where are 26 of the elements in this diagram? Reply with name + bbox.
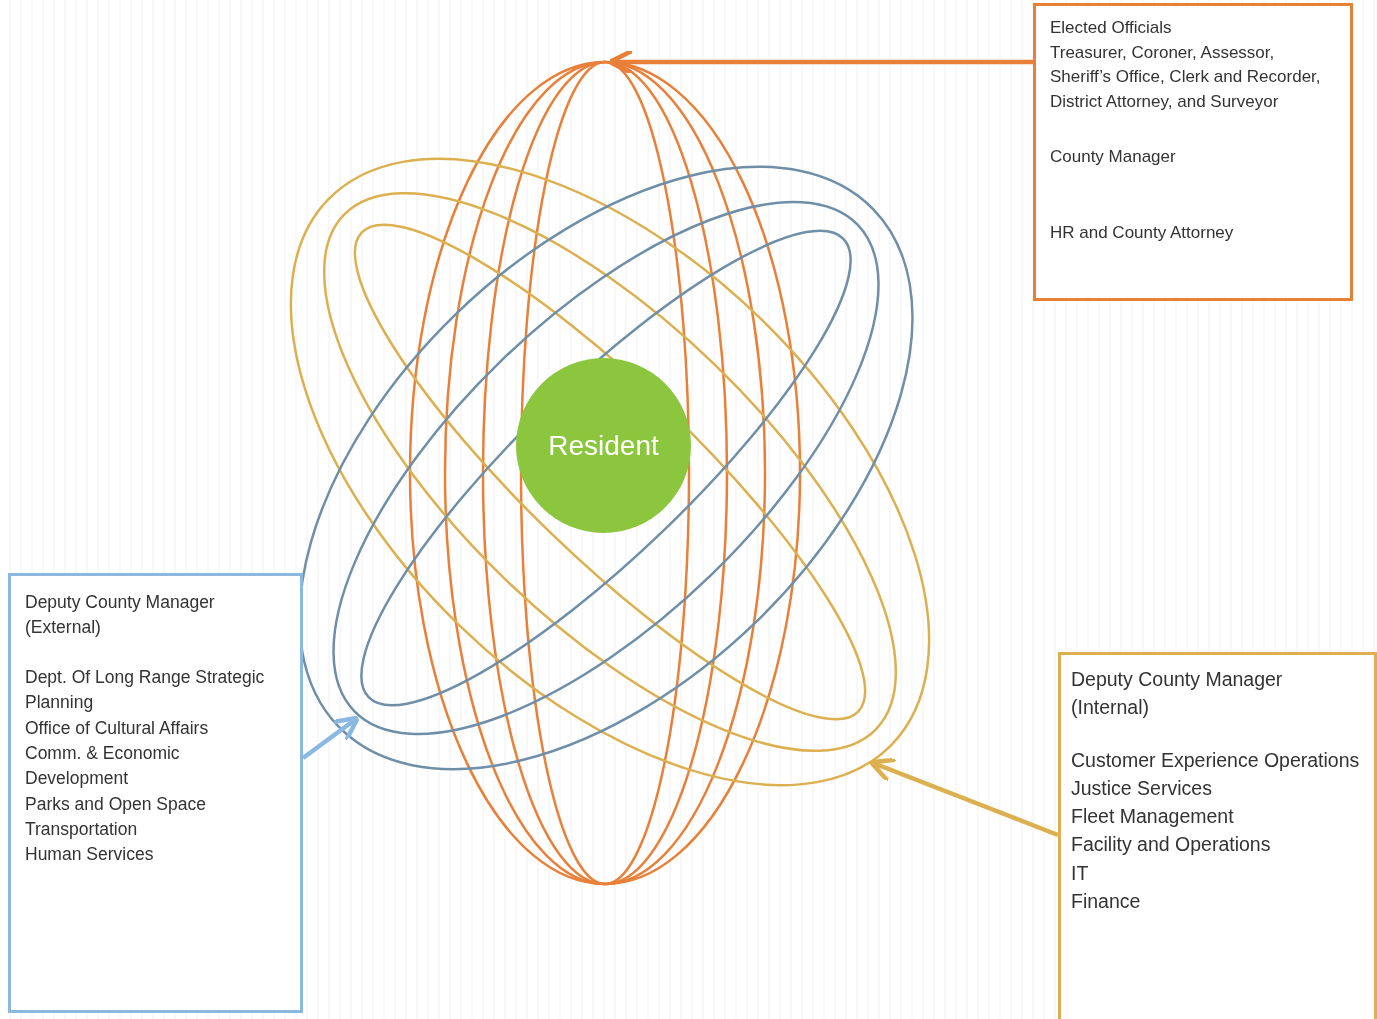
box-heading: Deputy County Manager (External)	[25, 591, 216, 640]
box-text: Finance	[1071, 888, 1142, 914]
box-heading: Deputy County Manager (Internal)	[1071, 667, 1284, 721]
arrow	[301, 715, 361, 760]
box-text: Justice Services	[1071, 775, 1213, 801]
node-label: Resident	[548, 429, 659, 462]
box-text: Parks and Open Space	[25, 792, 207, 816]
box-text: Transportation	[25, 818, 139, 841]
box-text: Comm. & Economic Development	[25, 741, 181, 791]
official-list: Treasurer, Coroner, Assessor, Sheriff’s Office, Clerk and Recorder, District Attorney, and Surveyor	[1050, 40, 1336, 115]
ellipse-rings	[408, 60, 802, 886]
box-text: Customer Experience Operations	[1071, 747, 1361, 773]
arrow	[607, 48, 1033, 76]
box-text: IT	[1071, 860, 1090, 886]
box-text: Office of Cultural Affairs	[25, 716, 210, 740]
info-box	[8, 573, 303, 1013]
info-box	[1033, 3, 1353, 301]
box-text: Facility and Operations	[1071, 832, 1272, 858]
box-text: Human Services	[25, 843, 155, 867]
box-text: Fleet Management	[1071, 804, 1235, 830]
info-box	[1058, 652, 1377, 1019]
box-text: Dept. Of Long Range Strategic Planning	[25, 665, 266, 715]
box-heading: Elected Officials	[1050, 17, 1173, 39]
arrow	[868, 757, 1059, 838]
box-text: County Manager	[1050, 145, 1177, 168]
box-text: HR and County Attorney	[1050, 222, 1235, 245]
